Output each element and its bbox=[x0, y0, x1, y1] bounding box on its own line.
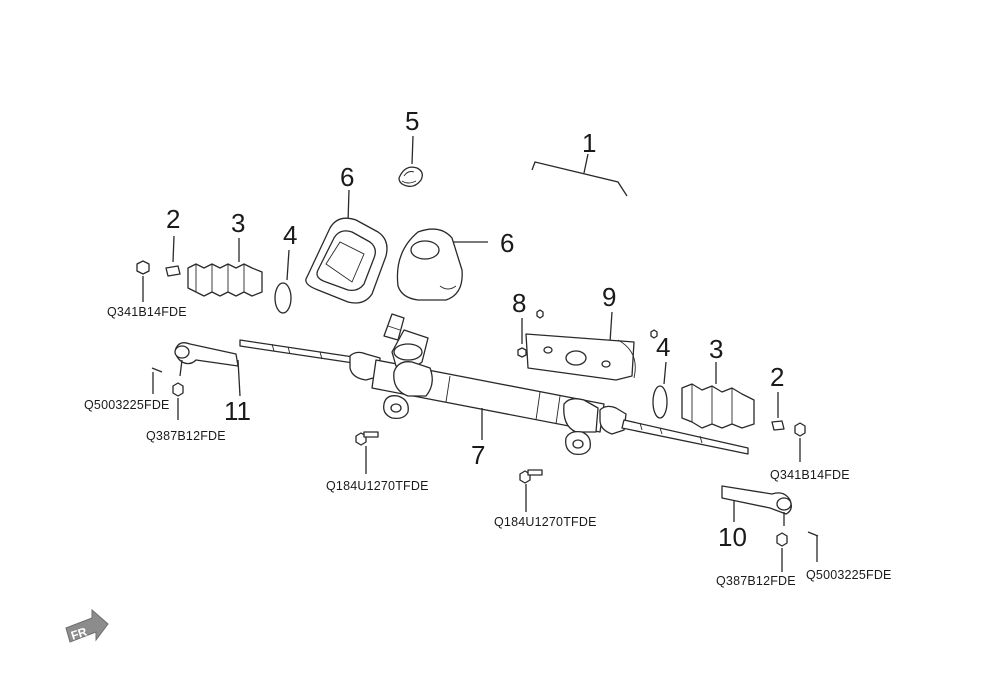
code-nut-right: Q341B14FDE bbox=[770, 468, 850, 482]
seal-cover-left bbox=[305, 189, 388, 304]
cotter-pin-right bbox=[807, 531, 819, 562]
callout-6-left: 6 bbox=[340, 162, 354, 192]
callout-3-right: 3 bbox=[709, 334, 723, 364]
code-bolt-left: Q184U1270TFDE bbox=[326, 479, 429, 493]
fr-label: FR bbox=[69, 624, 89, 642]
callout-2-right: 2 bbox=[770, 362, 784, 392]
bellow-right bbox=[681, 362, 755, 429]
nut-right bbox=[794, 422, 806, 462]
callout-11: 11 bbox=[224, 396, 251, 426]
screw-part bbox=[517, 309, 544, 358]
bellow-left bbox=[187, 238, 263, 297]
clip-left bbox=[165, 235, 181, 277]
shield-bracket bbox=[525, 311, 636, 381]
seal-boot-right bbox=[396, 228, 488, 301]
assembly-bracket bbox=[531, 153, 628, 197]
tie-rod-end-right bbox=[721, 485, 792, 526]
callout-3-left: 3 bbox=[231, 208, 245, 238]
tie-rod-end-left bbox=[174, 342, 241, 397]
callout-4-left: 4 bbox=[283, 220, 297, 250]
clip-part bbox=[398, 135, 423, 188]
clamp-left bbox=[274, 249, 292, 314]
steering-rack bbox=[239, 313, 749, 456]
code-cotter-left: Q5003225FDE bbox=[84, 398, 170, 412]
callout-1: 1 bbox=[582, 128, 596, 158]
callout-9: 9 bbox=[602, 282, 616, 312]
code-bolt-right: Q184U1270TFDE bbox=[494, 515, 597, 529]
castle-nut-left bbox=[172, 382, 184, 420]
callout-4-right: 4 bbox=[656, 332, 670, 362]
code-nut-left: Q341B14FDE bbox=[107, 305, 187, 319]
castle-nut-right bbox=[776, 532, 788, 572]
code-castle-nut-right: Q387B12FDE bbox=[716, 574, 796, 588]
callout-10: 10 bbox=[718, 522, 747, 552]
cotter-pin-left bbox=[151, 367, 163, 394]
front-direction-arrow-icon: FR bbox=[65, 608, 109, 643]
callout-8: 8 bbox=[512, 288, 526, 318]
callout-6-right: 6 bbox=[500, 228, 514, 258]
clamp-right bbox=[650, 329, 668, 419]
code-cotter-right: Q5003225FDE bbox=[806, 568, 892, 582]
code-castle-nut-left: Q387B12FDE bbox=[146, 429, 226, 443]
callout-2-left: 2 bbox=[166, 204, 180, 234]
callout-7: 7 bbox=[471, 440, 485, 470]
bolt-right bbox=[519, 469, 543, 512]
callout-5: 5 bbox=[405, 106, 419, 136]
clip-right bbox=[771, 392, 785, 431]
nut-left bbox=[136, 260, 150, 302]
bolt-left bbox=[355, 431, 379, 474]
